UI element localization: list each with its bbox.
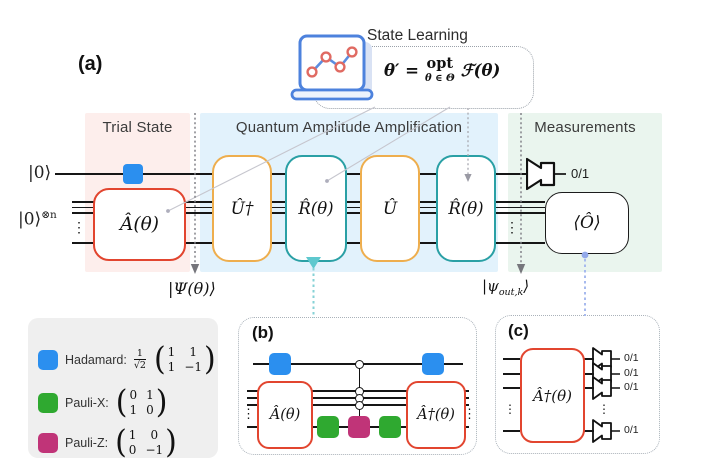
readout-label: 0/1 [624,352,639,364]
formula-lhs: θ′ = [384,60,419,80]
open-control-dot [355,360,364,369]
legend-row-hadamard: Hadamard: 1 √2 ( 1 1 1 −1 ) [38,340,216,378]
panel-c-wire-out-1 [581,358,594,360]
pauli-z-matrix: ( 1 0 0 −1 ) [115,423,177,461]
panel-c-wire-in-1 [503,358,520,360]
pauli-x-matrix: ( 0 1 1 0 ) [115,383,168,421]
panel-c-wire-in-n [503,430,520,432]
readout-label: 0/1 [624,380,639,393]
hadamard-gate-icon [269,353,291,375]
hadamard-gate-icon [123,163,143,184]
formula-condition: θ ∈ Θ [424,72,455,84]
panel-b: (b) ⋮ ⋮ Â(θ) Â†(θ) [238,317,477,455]
gate-A-theta: Â(θ) [257,381,313,449]
hadamard-matrix: ( 1 1 1 −1 ) [153,340,216,378]
measurement-icon [592,418,622,444]
legend-row-pauli-z: Pauli-Z: ( 1 0 0 −1 ) [38,423,177,461]
gate-R-theta-1: R̂(θ) [285,155,347,262]
hadamard-gate-icon [422,353,444,375]
legend-label: Pauli-Z: [65,435,109,450]
register-vdots-right: ⋮ [505,220,519,236]
gate-R-theta-2: R̂(θ) [436,155,496,262]
panel-b-label: (b) [252,323,274,342]
state-learning-title: State Learning [367,27,468,44]
ancilla-label: |0⟩ [28,163,52,183]
formula-opt: opt [426,55,454,72]
panel-a-label: (a) [78,53,103,75]
open-control-dot [355,401,364,410]
pauli-z-swatch-icon [38,432,58,453]
readout-label: 0/1 [624,366,639,379]
gate-A-theta: Â(θ) [93,188,186,261]
legend-fraction: 1 √2 [133,347,146,371]
formula-rhs: ℱ(θ) [460,60,501,80]
readout-label: 0/1 [624,423,639,436]
legend-label: Hadamard: [65,352,127,367]
gate-A-dagger-theta: Â†(θ) [406,381,466,449]
gate-A-dagger-theta: Â†(θ) [520,348,585,443]
gate-U: Û [360,155,420,262]
hadamard-swatch-icon [38,349,58,370]
optimization-formula: θ′ = opt θ ∈ Θ ℱ(θ) [384,55,530,84]
panel-c-wire-out-n [581,430,594,432]
pauli-x-swatch-icon [38,392,58,413]
panel-b-vdots-right: ⋮ [463,407,476,422]
panel-c-label: (c) [508,321,529,340]
panel-b-vdots-left: ⋮ [242,407,255,422]
down-arrowhead-icon [190,264,200,274]
measurement-icon [526,156,570,192]
measurement-icon [592,375,622,401]
register-vdots-left: ⋮ [72,220,86,236]
panel-c-wire-in-3 [503,387,520,389]
gate-O-expectation: ⟨Ô⟩ [545,192,629,254]
panel-c-wire-in-2 [503,373,520,375]
pauli-x-gate-icon [379,416,401,438]
register-exponent: ⊗n [41,209,57,221]
pauli-x-gate-icon [317,416,339,438]
panel-c-wire-out-3 [581,387,594,389]
region-title-measurements: Measurements [534,119,636,136]
legend-label: Pauli-X: [65,395,109,410]
gate-legend: Hadamard: 1 √2 ( 1 1 1 −1 ) Pauli-X: ( [28,318,218,458]
pauli-z-gate-icon [348,416,370,438]
gate-U-dagger: Û† [212,155,272,262]
region-title-qaa: Quantum Amplitude Amplification [235,119,463,136]
legend-row-pauli-x: Pauli-X: ( 0 1 1 0 ) [38,383,168,421]
panel-c: (c) ⋮ ⋮ Â†(θ) 0/1 0/1 0/1 0/1 [495,315,660,454]
panel-c-vdots-right: ⋮ [598,402,610,416]
psi-state-label: |Ψ(θ)⟩ [168,279,216,298]
register-label: |0⟩⊗n [18,209,57,230]
region-title-trial-state: Trial State [102,119,173,136]
psi-out-state-label: |ψout,k⟩ [482,277,530,298]
panel-c-vdots-left: ⋮ [504,402,516,416]
panel-c-wire-out-2 [581,373,594,375]
readout-label: 0/1 [571,166,590,181]
laptop-icon [288,30,378,108]
